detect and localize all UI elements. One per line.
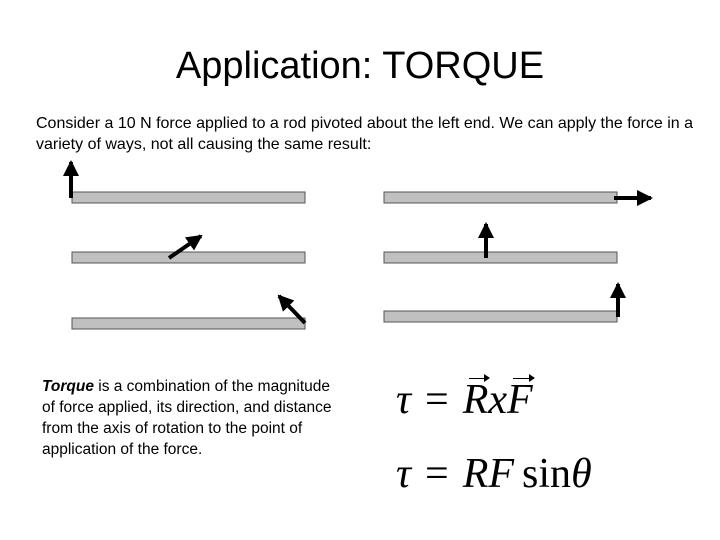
force-vector: F bbox=[507, 374, 535, 423]
intro-text: Consider a 10 N force applied to a rod p… bbox=[36, 115, 694, 153]
rod-left-2 bbox=[71, 251, 306, 264]
torque-definition-text: is a combination of the magnitude of for… bbox=[42, 378, 332, 458]
force-arrow-diagonal-end bbox=[277, 294, 307, 325]
radius-vector: R bbox=[462, 374, 491, 423]
rod-right-1 bbox=[383, 191, 618, 204]
rod-left-3 bbox=[71, 317, 306, 330]
torque-definition: Torque is a combination of the magnitude… bbox=[42, 376, 342, 460]
sine-function: sin bbox=[522, 451, 572, 497]
slide-title: Application: TORQUE bbox=[175, 45, 545, 87]
torque-cross-product-equation: τ = RxF bbox=[396, 374, 535, 424]
rod-right-2 bbox=[383, 251, 618, 264]
theta-symbol: θ bbox=[571, 451, 592, 497]
rod-right-3 bbox=[383, 310, 618, 323]
rf-product: RF bbox=[462, 451, 515, 497]
cross-symbol: x bbox=[488, 377, 508, 423]
force-arrow-diagonal-middle bbox=[167, 234, 203, 260]
equals-sign: = bbox=[425, 451, 449, 497]
equals-sign: = bbox=[425, 377, 449, 423]
tau-symbol: τ bbox=[396, 377, 412, 423]
tau-symbol: τ bbox=[396, 451, 412, 497]
torque-term: Torque bbox=[42, 378, 94, 395]
rod-left-1 bbox=[71, 191, 306, 204]
